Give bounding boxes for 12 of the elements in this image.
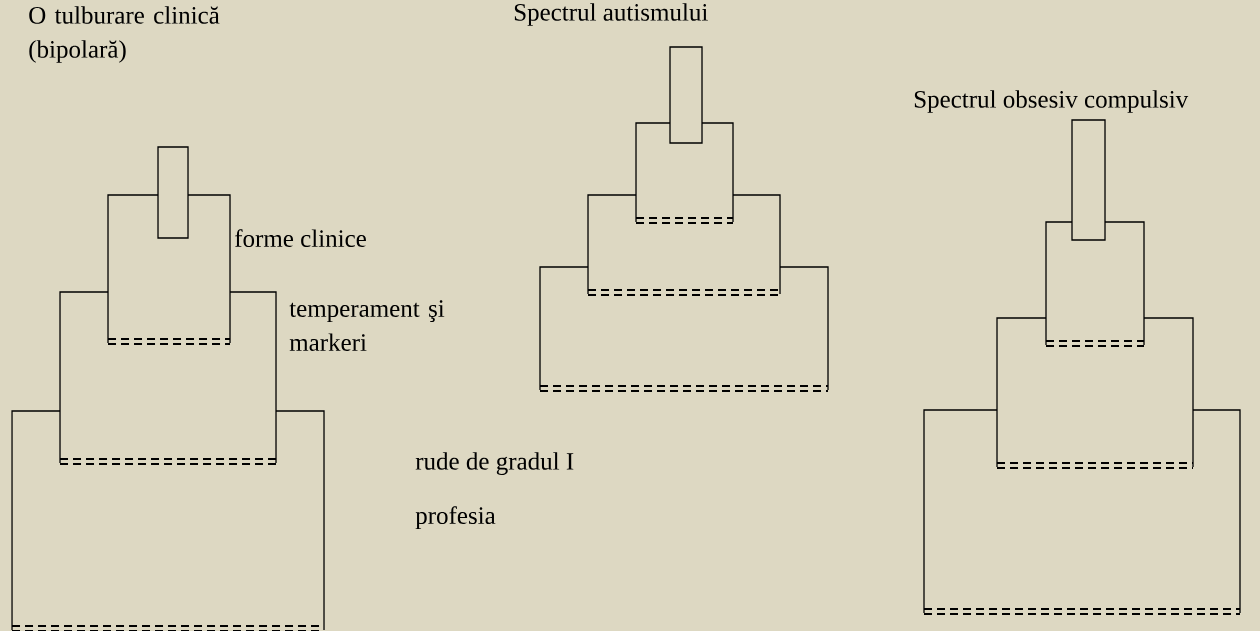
pyramid-title: O tulburare clinică (bipolară) <box>29 6 220 63</box>
pyramid-title: Spectrul obsesiv compulsiv <box>914 90 1189 113</box>
top-box <box>669 46 703 144</box>
top-box <box>1071 119 1106 241</box>
tier-box <box>1045 221 1145 347</box>
level-label: rude de gradul I <box>415 452 574 475</box>
tier-box <box>107 194 231 345</box>
top-box <box>157 146 189 239</box>
tier-box <box>635 122 734 224</box>
level-label: temperament şi markeri <box>289 300 445 351</box>
level-label: profesia <box>415 506 496 530</box>
level-label: forme clinice <box>235 229 366 248</box>
